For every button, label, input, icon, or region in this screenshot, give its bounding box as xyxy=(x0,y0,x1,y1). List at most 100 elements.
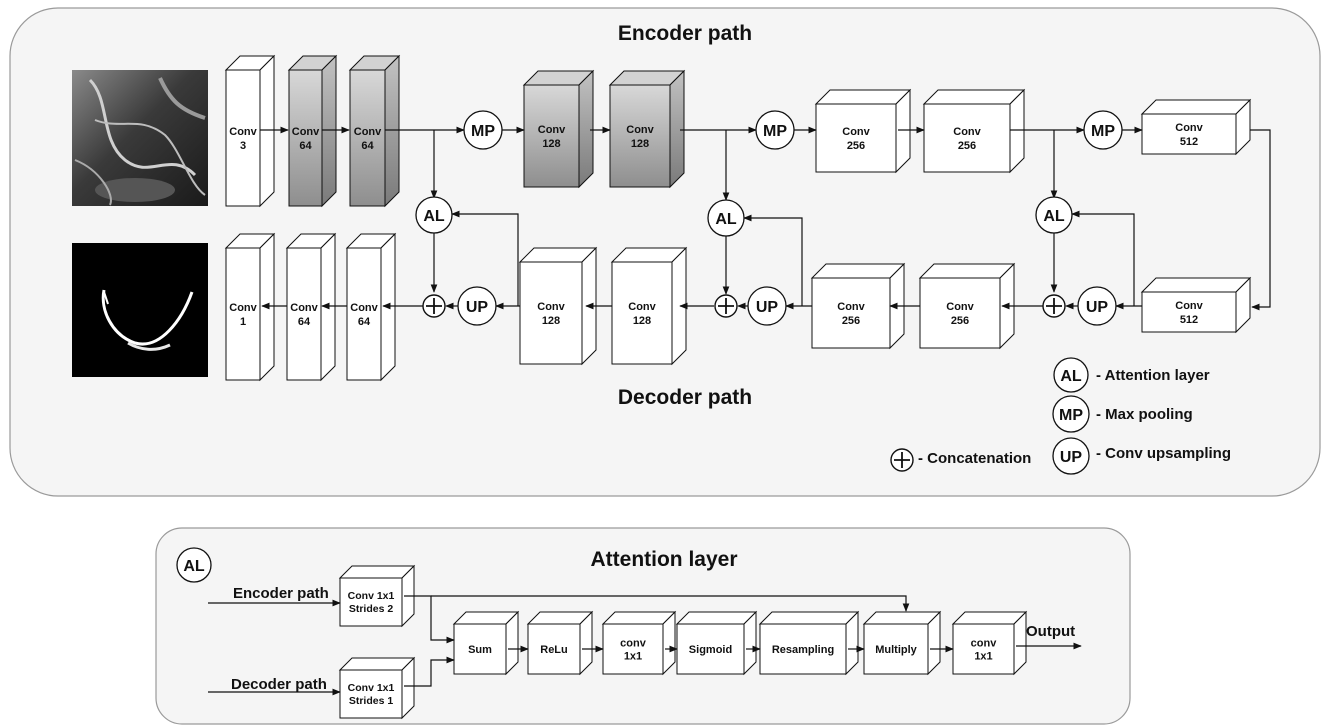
block-front-face xyxy=(286,247,322,381)
block-label: 3 xyxy=(240,140,246,152)
block-front-face xyxy=(225,247,261,381)
attention-panel-badge: AL xyxy=(176,547,212,583)
attention-panel-title: Attention layer xyxy=(590,548,737,571)
block-side-face xyxy=(384,54,400,208)
attention-label: AL xyxy=(715,211,737,228)
legend: AL - Attention layer MP - Max pooling UP… xyxy=(890,357,1231,475)
block-label: Conv xyxy=(946,301,974,313)
block-label: Conv xyxy=(953,126,981,138)
attention-label: AL xyxy=(423,208,445,225)
block-front-face xyxy=(759,623,847,675)
block-label: Sum xyxy=(468,644,492,656)
block-front-face xyxy=(611,261,673,365)
attention-decoder-input-label: Decoder path xyxy=(231,676,327,693)
legend-maxpool: MP - Max pooling xyxy=(1052,395,1193,433)
block-label: Conv xyxy=(354,126,382,138)
block-front-face xyxy=(519,261,583,365)
block-side-face xyxy=(320,232,336,382)
block-side-face xyxy=(895,88,911,174)
concat-node-1 xyxy=(422,294,446,318)
decoder-block-conv64-b: Conv 64 xyxy=(345,232,397,382)
block-label: 64 xyxy=(298,316,311,328)
block-label: 1x1 xyxy=(974,650,992,662)
block-label: 512 xyxy=(1180,136,1198,148)
encoder-block-conv3: Conv 3 xyxy=(224,54,276,208)
block-label: 128 xyxy=(542,138,560,150)
block-front-face xyxy=(1141,291,1237,333)
block-top-face xyxy=(814,89,912,105)
block-label: Conv xyxy=(292,126,320,138)
encoder-block-conv256-b: Conv 256 xyxy=(922,88,1026,174)
block-front-face xyxy=(339,577,403,627)
block-top-face xyxy=(675,611,758,625)
attention-node-1: AL xyxy=(415,196,453,234)
block-label: 256 xyxy=(958,140,976,152)
block-label: ReLu xyxy=(540,644,568,656)
block-side-face xyxy=(380,232,396,382)
mri-input-image xyxy=(72,70,208,206)
block-side-face xyxy=(259,232,275,382)
block-side-face xyxy=(321,54,337,208)
attention-resampling: Resampling xyxy=(758,610,860,676)
segmentation-output-image xyxy=(72,243,208,377)
block-front-face xyxy=(609,84,671,188)
upsampling-label: UP xyxy=(1086,299,1109,316)
block-label: 256 xyxy=(842,315,860,327)
decoder-block-conv1: Conv 1 xyxy=(224,232,276,382)
maxpool-label: MP xyxy=(763,123,787,140)
block-label: 256 xyxy=(847,140,865,152)
legend-concat: - Concatenation xyxy=(890,448,1031,472)
block-top-face xyxy=(1140,99,1252,115)
encoder-block-conv512: Conv 512 xyxy=(1140,98,1252,156)
block-label: 128 xyxy=(633,315,651,327)
block-label: Conv xyxy=(350,302,378,314)
block-label: Conv xyxy=(290,302,318,314)
block-top-face xyxy=(810,263,906,279)
attention-output-label: Output xyxy=(1026,623,1075,640)
block-top-face xyxy=(338,657,416,671)
maxpool-node-3: MP xyxy=(1083,110,1123,150)
block-front-face xyxy=(349,69,386,207)
connection-lines xyxy=(260,126,1271,311)
concat-node-2 xyxy=(714,294,738,318)
upsampling-node-2: UP xyxy=(747,286,787,326)
block-side-face xyxy=(669,69,685,189)
legend-upsampling-symbol: UP xyxy=(1060,449,1083,466)
block-label: 64 xyxy=(358,316,371,328)
block-label: Conv xyxy=(628,301,656,313)
block-label: 1x1 xyxy=(624,650,642,662)
maxpool-node-2: MP xyxy=(755,110,795,150)
block-front-face xyxy=(1141,113,1237,155)
attention-label: AL xyxy=(1043,208,1065,225)
block-label: Conv xyxy=(1175,122,1203,134)
block-label: conv xyxy=(971,637,998,649)
block-side-face xyxy=(259,54,275,208)
block-top-face xyxy=(862,611,942,625)
legend-attention-text: - Attention layer xyxy=(1096,367,1210,384)
block-label: conv xyxy=(620,637,647,649)
block-label: 256 xyxy=(951,315,969,327)
attention-relu: ReLu xyxy=(526,610,594,676)
attention-badge-label: AL xyxy=(183,558,205,575)
decoder-block-conv128-b: Conv 128 xyxy=(610,246,688,366)
block-front-face xyxy=(288,69,323,207)
block-label: Conv xyxy=(229,126,257,138)
block-front-face xyxy=(346,247,382,381)
legend-upsampling: UP - Conv upsampling xyxy=(1052,437,1231,475)
attention-multiply: Multiply xyxy=(862,610,942,676)
block-label: Conv xyxy=(229,302,257,314)
legend-upsampling-text: - Conv upsampling xyxy=(1096,445,1231,462)
block-label: Resampling xyxy=(772,644,834,656)
block-top-face xyxy=(922,89,1026,105)
block-label: Conv xyxy=(538,124,566,136)
block-label: 1 xyxy=(240,316,246,328)
